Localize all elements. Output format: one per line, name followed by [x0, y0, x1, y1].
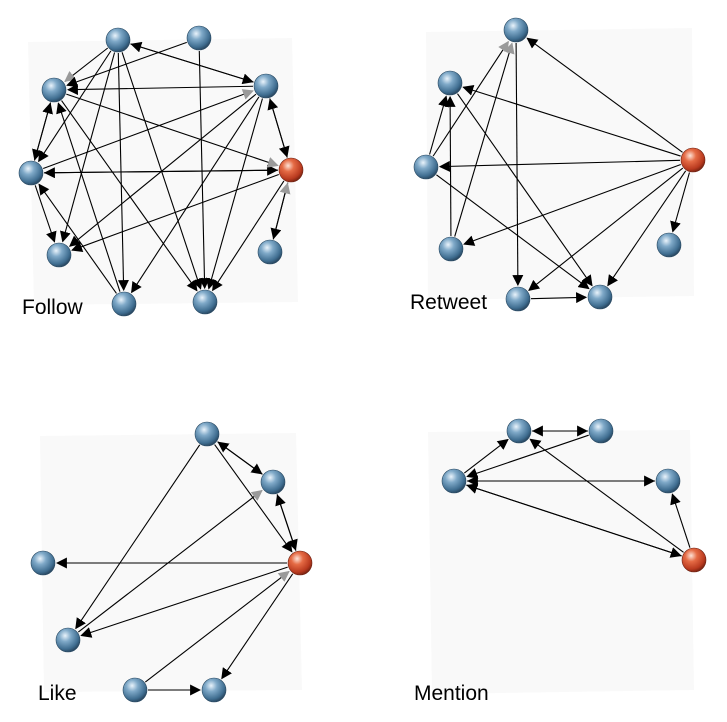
panel-mention-background [428, 430, 694, 694]
panel-like: Like [30, 421, 313, 705]
edge-m5-to-m3 [670, 493, 691, 548]
node-f2 [105, 27, 131, 53]
edge-f4-to-f1 [66, 84, 254, 96]
edge-m2-to-m4 [466, 434, 589, 479]
edge-l6-to-l2 [77, 489, 263, 633]
node-m3 [655, 468, 681, 494]
highlighted-node-r3 [680, 147, 706, 173]
node-l7 [30, 550, 56, 576]
edge-l5-to-l3 [144, 570, 290, 683]
edge-r7-to-r2 [444, 95, 456, 237]
edge-r3-to-r6 [528, 167, 684, 291]
edge-f2-to-f1 [64, 47, 109, 83]
edge-f3-to-f7 [198, 50, 210, 290]
edge-f2-to-f7 [121, 52, 203, 290]
edge-f4-to-f7 [206, 98, 263, 290]
panel-follow-label: Follow [22, 296, 84, 319]
edge-f5-to-f7 [212, 180, 285, 292]
highlighted-node-f5 [278, 157, 304, 183]
edge-l2-to-l1 [217, 441, 263, 475]
panel-mention-label: Mention [414, 682, 489, 705]
edge-r8-to-r5 [436, 174, 590, 290]
edge-m4-to-m1 [463, 438, 509, 474]
edge-r3-to-r2 [462, 84, 681, 157]
node-f7 [192, 289, 218, 315]
edge-f1-to-f7 [61, 100, 198, 292]
edge-f1-to-f5 [66, 93, 279, 168]
edge-f8-to-f10 [38, 183, 117, 294]
node-r2 [437, 70, 463, 96]
edge-m4-to-m5 [466, 484, 682, 558]
node-m4 [441, 468, 467, 494]
panel-like-nodes [30, 421, 313, 703]
edge-r7-to-r1 [454, 42, 515, 237]
node-f1 [41, 77, 67, 103]
edge-f2-to-f10 [38, 50, 112, 163]
node-l2 [260, 469, 286, 495]
edge-f5-to-f4 [267, 98, 288, 158]
panel-mention-nodes [441, 418, 707, 573]
panel-retweet-edges [429, 37, 690, 304]
node-l5 [122, 677, 148, 703]
panel-retweet: Retweet [410, 17, 706, 314]
node-r4 [656, 232, 682, 258]
node-l4 [201, 677, 227, 703]
panel-follow: Follow [18, 25, 304, 319]
edge-r3-to-r8 [438, 159, 681, 172]
edge-f8-to-f1 [56, 102, 121, 292]
highlighted-node-l3 [287, 550, 313, 576]
edge-r2-to-r5 [457, 93, 593, 287]
edge-l3-to-l6 [80, 566, 288, 638]
node-r7 [438, 236, 464, 262]
panel-retweet-nodes [413, 17, 706, 312]
panel-follow-nodes [18, 25, 304, 317]
node-r8 [413, 154, 439, 180]
node-f9 [46, 242, 72, 268]
edge-f2-to-f8 [117, 52, 129, 292]
edge-l3-to-l2 [275, 494, 297, 551]
edge-f3-to-f1 [66, 41, 187, 88]
edge-f10-to-f9 [34, 185, 57, 243]
node-r5 [587, 284, 613, 310]
edge-f2-to-f9 [60, 52, 116, 243]
panel-like-edges [55, 441, 298, 696]
node-f3 [186, 25, 212, 51]
edge-r3-to-r7 [463, 163, 681, 246]
edge-r8-to-r2 [429, 95, 449, 155]
edge-f4-to-f2 [130, 41, 254, 83]
edge-l3-to-l4 [221, 573, 294, 680]
panel-mention: Mention [414, 418, 707, 705]
node-l6 [55, 627, 81, 653]
edge-r3-to-r4 [670, 172, 690, 233]
edge-r1-to-r6 [512, 42, 524, 287]
node-r6 [505, 286, 531, 312]
panel-mention-edges [463, 425, 691, 558]
highlighted-node-m5 [681, 547, 707, 573]
edge-r6-to-r5 [530, 292, 588, 304]
node-m2 [588, 418, 614, 444]
panel-retweet-label: Retweet [410, 291, 487, 314]
edge-r8-to-r1 [432, 40, 509, 157]
node-m1 [506, 418, 532, 444]
edge-f6-to-f5 [272, 182, 291, 240]
edge-f10-to-f1 [33, 102, 53, 161]
edge-m5-to-m1 [529, 438, 684, 553]
edge-l1-to-l6 [75, 444, 201, 630]
panel-follow-edges [32, 41, 291, 294]
node-f8 [111, 291, 137, 317]
node-f4 [253, 73, 279, 99]
edge-f4-to-f9 [68, 93, 257, 247]
panel-like-label: Like [38, 682, 77, 705]
edge-f4-to-f8 [131, 96, 260, 294]
node-f6 [257, 239, 283, 265]
edge-r3-to-r5 [607, 170, 687, 287]
node-r1 [503, 17, 529, 43]
node-f10 [18, 160, 44, 186]
node-l1 [194, 421, 220, 447]
edge-r3-to-r1 [526, 37, 683, 153]
